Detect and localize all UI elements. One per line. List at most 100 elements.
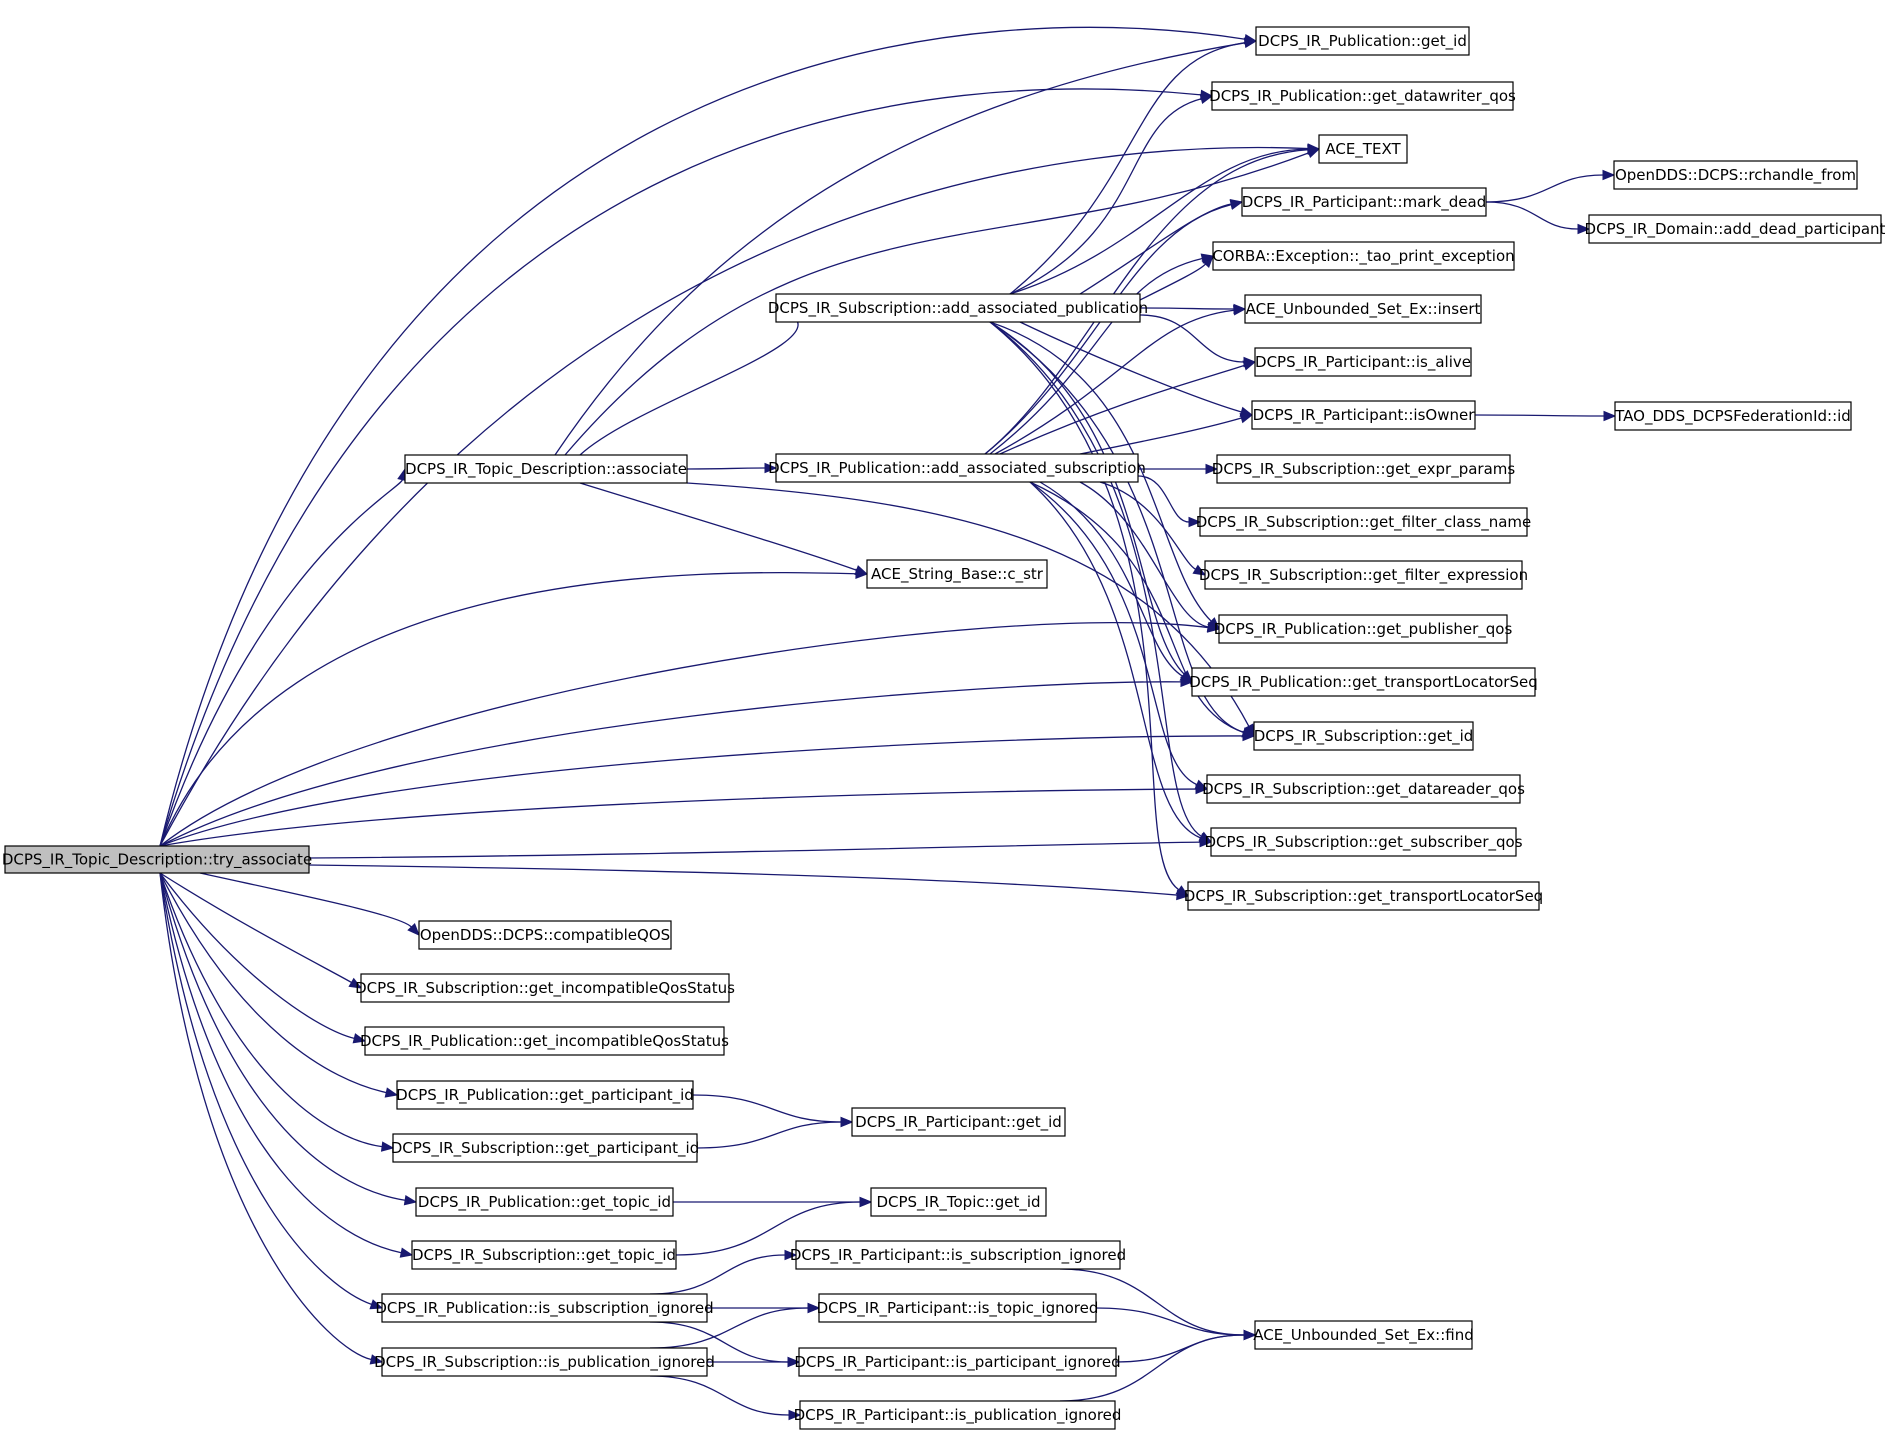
node-pub-get-pub-qos[interactable]: DCPS_IR_Publication::get_publisher_qos [1214,614,1513,644]
edge-root-to-pub-get-tls [159,676,1194,847]
node-label: DCPS_IR_Subscription::get_subscriber_qos [1204,833,1522,852]
node-label: DCPS_IR_Publication::is_subscription_ign… [375,1299,713,1318]
edge-root-to-pub-get-pub-qos [159,621,1221,847]
node-box [364,1026,725,1056]
node-corba-exc[interactable]: CORBA::Exception::_tao_print_exception [1212,241,1515,271]
node-part-is-part-ign[interactable]: DCPS_IR_Participant::is_participant_igno… [794,1347,1121,1377]
node-sub-get-filter-class[interactable]: DCPS_IR_Subscription::get_filter_class_n… [1196,507,1532,537]
node-box [1211,81,1514,111]
node-label: DCPS_IR_Participant::is_publication_igno… [794,1406,1122,1425]
node-pub-get-tls[interactable]: DCPS_IR_Publication::get_transportLocato… [1189,667,1538,697]
node-box [1254,1320,1473,1350]
node-box [415,1187,674,1217]
edge-sub-add-assoc-pub-to-part-is-owner [1019,321,1254,417]
node-box [1251,400,1476,430]
node-label: DCPS_IR_Subscription::get_id [1254,727,1474,746]
node-sub-incompat[interactable]: DCPS_IR_Subscription::get_incompatibleQo… [355,973,735,1003]
node-box [1199,507,1528,537]
node-compat-qos[interactable]: OpenDDS::DCPS::compatibleQOS [418,920,672,950]
node-rchandle[interactable]: OpenDDS::DCPS::rchandle_from [1613,160,1858,190]
node-part-is-pub-ign[interactable]: DCPS_IR_Participant::is_publication_igno… [794,1400,1122,1430]
node-part-get-id[interactable]: DCPS_IR_Participant::get_id [851,1107,1066,1137]
node-part-is-sub-ign[interactable]: DCPS_IR_Participant::is_subscription_ign… [790,1240,1126,1270]
call-edges [159,26,1617,1421]
node-label: ACE_Unbounded_Set_Ex::insert [1246,300,1481,319]
edge-td-associate-to-pub-get-id [554,37,1258,456]
node-label: ACE_String_Base::c_str [871,565,1044,584]
node-label: CORBA::Exception::_tao_print_exception [1212,247,1514,266]
node-sub-get-tls[interactable]: DCPS_IR_Subscription::get_transportLocat… [1184,881,1543,911]
node-sub-get-sub-qos[interactable]: DCPS_IR_Subscription::get_subscriber_qos [1204,827,1523,857]
node-pub-get-id[interactable]: DCPS_IR_Publication::get_id [1255,26,1470,56]
node-pub-is-sub-ign[interactable]: DCPS_IR_Publication::is_subscription_ign… [375,1293,714,1323]
node-box [775,453,1139,483]
node-pub-topic-id[interactable]: DCPS_IR_Publication::get_topic_id [415,1187,674,1217]
node-box [381,1293,708,1323]
node-set-find[interactable]: ACE_Unbounded_Set_Ex::find [1253,1320,1474,1350]
node-pub-get-dw-qos[interactable]: DCPS_IR_Publication::get_datawriter_qos [1209,81,1516,111]
node-fed-id[interactable]: TAO_DDS_DCPSFederationId::id [1614,401,1852,431]
node-sub-get-expr[interactable]: DCPS_IR_Subscription::get_expr_params [1212,454,1516,484]
node-label: DCPS_IR_Subscription::get_topic_id [412,1246,676,1265]
node-label: OpenDDS::DCPS::rchandle_from [1615,166,1856,185]
edge-root-to-sub-is-pub-ign [159,872,384,1365]
node-sub-topic-id[interactable]: DCPS_IR_Subscription::get_topic_id [411,1240,677,1270]
node-pub-add-assoc-sub[interactable]: DCPS_IR_Publication::add_associated_subs… [768,453,1146,483]
node-sub-add-assoc-pub[interactable]: DCPS_IR_Subscription::add_associated_pub… [768,293,1148,323]
node-root[interactable]: DCPS_IR_Topic_Description::try_associate [2,845,312,874]
node-sub-get-filter-expr[interactable]: DCPS_IR_Subscription::get_filter_express… [1199,560,1528,590]
edge-sub-topic-id-to-topic-get-id [675,1196,873,1256]
edge-pub-add-assoc-sub-to-sub-get-sub-qos [1029,481,1213,843]
node-label: DCPS_IR_Subscription::get_filter_class_n… [1196,513,1532,532]
node-part-mark-dead[interactable]: DCPS_IR_Participant::mark_dead [1241,187,1487,217]
node-label: DCPS_IR_Participant::get_id [855,1113,1062,1132]
node-td-associate[interactable]: DCPS_IR_Topic_Description::associate [404,454,688,484]
node-label: OpenDDS::DCPS::compatibleQOS [420,926,670,944]
edge-root-to-pub-is-sub-ign [159,872,384,1310]
edge-root-to-sub-get-id [159,730,1256,847]
edge-pub-add-assoc-sub-to-ace-text [984,144,1321,455]
edge-root-to-sub-get-dr-qos [159,783,1209,847]
node-label: DCPS_IR_Publication::get_participant_id [396,1086,694,1105]
node-label: TAO_DDS_DCPSFederationId::id [1614,407,1851,426]
node-box [1588,214,1882,244]
node-sub-get-dr-qos[interactable]: DCPS_IR_Subscription::get_datareader_qos [1202,774,1525,804]
node-label: DCPS_IR_Topic_Description::associate [405,460,687,479]
node-label: DCPS_IR_Subscription::get_datareader_qos [1202,780,1525,799]
node-box [1255,26,1470,56]
node-domain-add-dead[interactable]: DCPS_IR_Domain::add_dead_participant [1585,214,1885,244]
edge-td-associate-to-sub-get-id [686,482,1255,738]
edge-sub-is-pub-ign-to-part-is-topic-ign [649,1302,821,1349]
node-part-is-owner[interactable]: DCPS_IR_Participant::isOwner [1251,400,1476,430]
node-part-is-alive[interactable]: DCPS_IR_Participant::is_alive [1254,347,1472,377]
node-box [411,1240,677,1270]
edge-sub-is-pub-ign-to-part-is-part-ign [706,1356,801,1368]
node-pub-part-id[interactable]: DCPS_IR_Publication::get_participant_id [396,1080,694,1110]
edge-root-to-ace-text [159,143,1321,847]
edge-pub-add-assoc-sub-to-sub-get-id [1029,481,1256,738]
node-set-insert[interactable]: ACE_Unbounded_Set_Ex::insert [1244,294,1482,324]
edge-sub-add-assoc-pub-to-pub-get-dw-qos [1009,93,1214,295]
node-box [1253,721,1474,751]
node-label: DCPS_IR_Publication::get_topic_id [418,1193,671,1212]
edge-sub-is-pub-ign-to-part-is-pub-ign [649,1375,802,1421]
node-sub-part-id[interactable]: DCPS_IR_Subscription::get_participant_id [391,1133,700,1163]
node-box [1187,881,1540,911]
function-nodes: DCPS_IR_Topic_Description::try_associate… [2,26,1885,1430]
edge-sub-add-assoc-pub-to-pub-get-id [1009,37,1258,295]
edge-root-to-pub-part-id [159,872,399,1098]
node-pub-incompat[interactable]: DCPS_IR_Publication::get_incompatibleQos… [360,1026,729,1056]
node-topic-get-id[interactable]: DCPS_IR_Topic::get_id [870,1187,1047,1217]
edge-td-associate-to-pub-add-assoc-sub [686,462,778,474]
node-box [1191,667,1536,697]
node-sub-is-pub-ign[interactable]: DCPS_IR_Subscription::is_publication_ign… [374,1347,715,1377]
node-label: DCPS_IR_Publication::get_transportLocato… [1189,673,1538,692]
node-label: DCPS_IR_Subscription::get_transportLocat… [1184,887,1543,906]
node-sub-get-id[interactable]: DCPS_IR_Subscription::get_id [1253,721,1474,751]
node-box [1212,241,1515,271]
node-ace-text[interactable]: ACE_TEXT [1318,134,1408,164]
node-ace-cstr[interactable]: ACE_String_Base::c_str [866,559,1048,589]
node-label: DCPS_IR_Publication::add_associated_subs… [768,459,1146,478]
node-part-is-topic-ign[interactable]: DCPS_IR_Participant::is_topic_ignored [817,1293,1099,1323]
edge-pub-add-assoc-sub-to-pub-get-pub-qos [1079,481,1221,633]
